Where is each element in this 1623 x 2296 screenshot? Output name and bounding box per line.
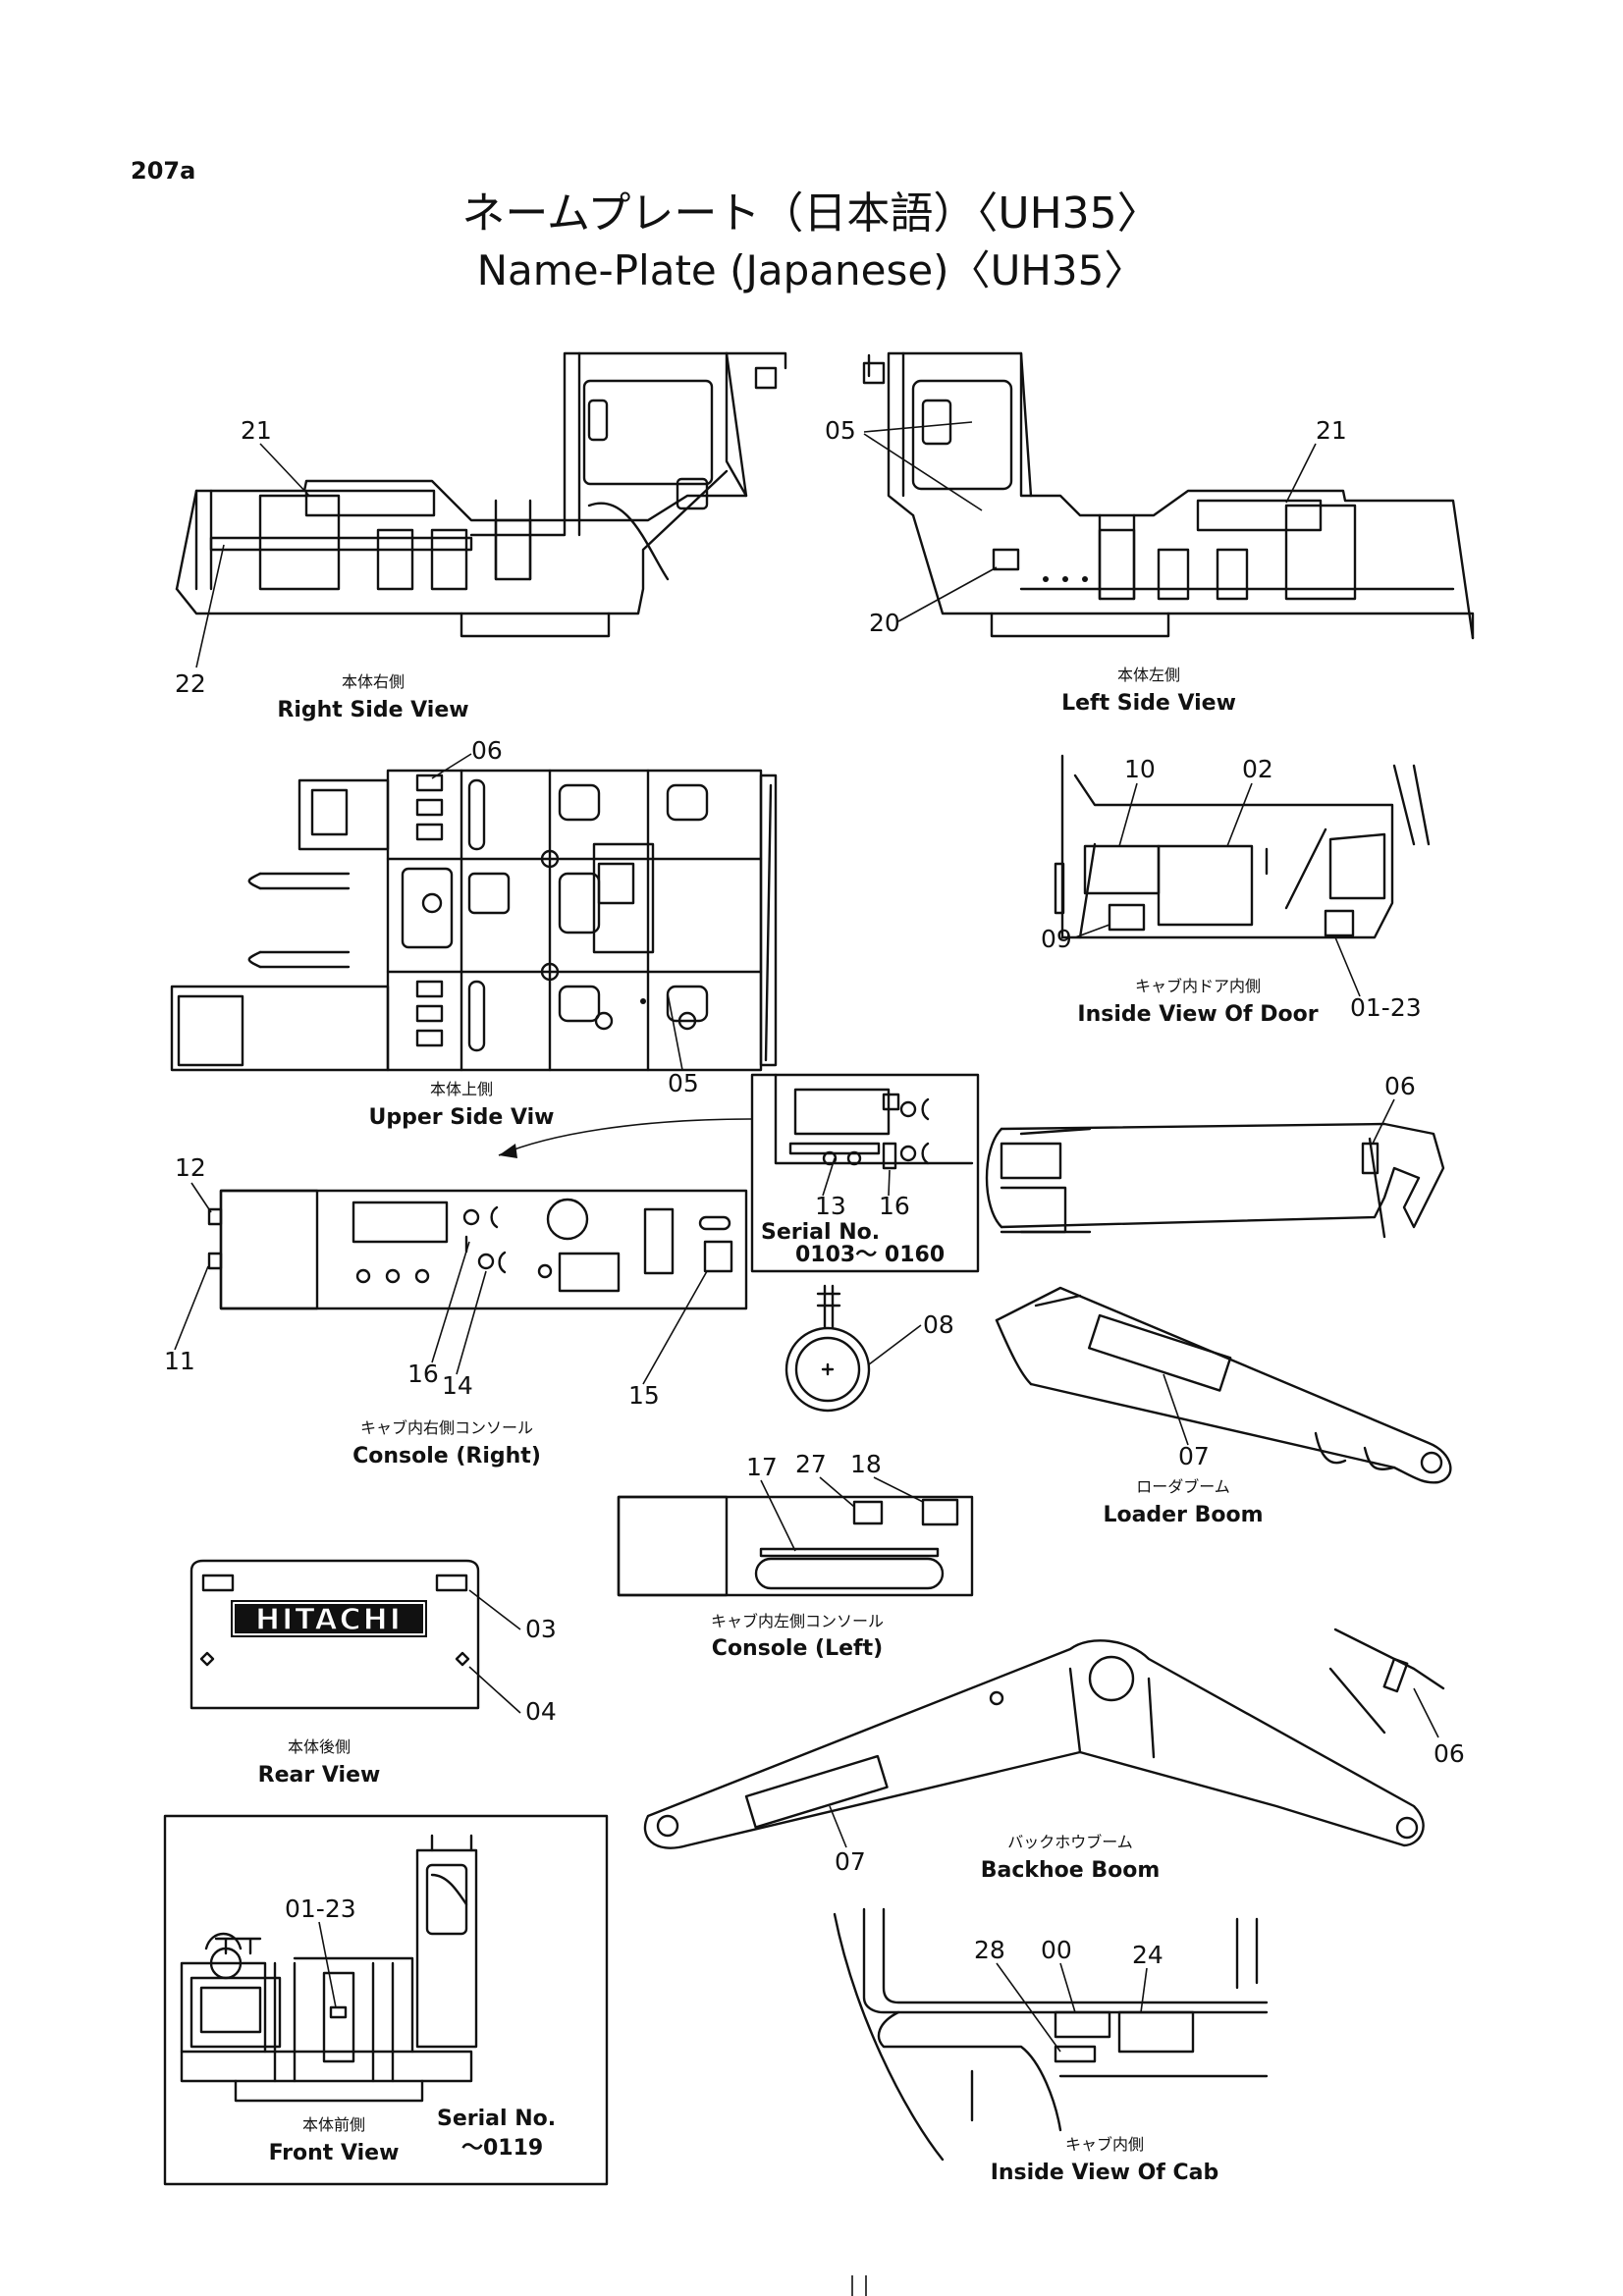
inside-view-of-cab-label-jp: キャブ内側	[1065, 2135, 1144, 2154]
part-label-03: 03	[525, 1615, 557, 1643]
bottom-edge-marks	[851, 2275, 867, 2296]
left-side-view-drawing: 05 21 20 本体左側 Left Side View	[825, 351, 1475, 716]
inside-view-of-door-label-jp: キャブ内ドア内側	[1135, 977, 1261, 995]
upper-side-view-label-en: Upper Side Viw	[368, 1105, 554, 1130]
upper-side-view-drawing: 06 05 本体上側 Upper Side Viw	[170, 736, 778, 1130]
part-label-06-backhoe: 06	[1434, 1739, 1465, 1768]
serial-front-label: Serial No.	[437, 2107, 556, 2131]
tag-08-drawing: 08	[784, 1284, 954, 1413]
part-label-17: 17	[746, 1453, 778, 1481]
part-label-04: 04	[525, 1697, 557, 1726]
part-label-24: 24	[1132, 1941, 1163, 1969]
part-label-05-left: 05	[825, 416, 856, 445]
title-japanese: ネームプレート（日本語）〈UH35〉	[461, 188, 1160, 239]
serial-inset-drawing: 13 16 Serial No. 0103〜 0160	[750, 1073, 980, 1273]
right-side-view-drawing: 21 22 本体右側 Right Side View	[175, 351, 787, 722]
right-side-view-label-jp: 本体右側	[342, 672, 405, 691]
part-label-06-arm: 06	[1384, 1072, 1416, 1100]
front-view-label-en: Front View	[269, 2141, 400, 2165]
front-view-label-jp: 本体前側	[302, 2115, 365, 2134]
part-label-01-23-door: 01-23	[1350, 993, 1422, 1022]
console-left-label-jp: キャブ内左側コンソール	[711, 1612, 884, 1630]
part-label-27: 27	[795, 1450, 827, 1478]
part-label-21-right: 21	[241, 416, 272, 445]
part-label-13: 13	[815, 1192, 846, 1220]
console-left-drawing: 17 27 18 キャブ内左側コンソール Console (Left)	[617, 1450, 974, 1661]
part-label-16-inset: 16	[879, 1192, 910, 1220]
inside-view-of-door-label-en: Inside View Of Door	[1077, 1002, 1318, 1027]
console-right-label-jp: キャブ内右側コンソール	[360, 1418, 533, 1437]
loader-boom-drawing: 07 ローダブーム Loader Boom	[995, 1286, 1452, 1527]
part-label-20: 20	[869, 609, 900, 637]
serial-inset-range: 0103〜 0160	[795, 1243, 945, 1267]
backhoe-boom-label-en: Backhoe Boom	[981, 1858, 1161, 1883]
console-right-label-en: Console (Right)	[352, 1444, 541, 1468]
part-label-10: 10	[1124, 755, 1156, 783]
inside-view-of-cab-drawing: 28 00 24 キャブ内側 Inside View Of Cab	[833, 1907, 1269, 2185]
part-label-02: 02	[1242, 755, 1273, 783]
arm-drawing: 06	[985, 1072, 1445, 1239]
part-label-01-23-front: 01-23	[285, 1895, 356, 1923]
part-label-07-loader: 07	[1178, 1442, 1210, 1470]
serial-inset-label: Serial No.	[761, 1220, 880, 1245]
part-label-14: 14	[442, 1371, 473, 1400]
part-label-18: 18	[850, 1450, 882, 1478]
part-label-05-upper: 05	[668, 1069, 699, 1097]
hitachi-logo-plate: HITACHI	[255, 1603, 403, 1637]
part-label-12: 12	[175, 1153, 206, 1182]
left-side-view-label-jp: 本体左側	[1117, 666, 1180, 684]
rear-view-label-jp: 本体後側	[288, 1737, 351, 1756]
part-label-00: 00	[1041, 1936, 1072, 1964]
front-view-drawing: 01-23 本体前側 Front View Serial No. 〜0119	[163, 1814, 609, 2186]
rear-view-drawing: HITACHI 03 04 本体後側 Rear View	[189, 1559, 557, 1788]
part-label-15: 15	[628, 1381, 660, 1410]
part-label-09: 09	[1041, 925, 1072, 953]
console-right-drawing: 12 11 16 14 15 キャブ内右側コンソール Console (Righ…	[164, 1118, 753, 1468]
loader-boom-label-jp: ローダブーム	[1136, 1477, 1230, 1496]
part-label-06-upper: 06	[471, 736, 503, 765]
title-english: Name-Plate (Japanese)〈UH35〉	[477, 246, 1146, 294]
inside-view-of-door-drawing: 10 02 09 01-23 キャブ内ドア内側 Inside View Of D…	[1041, 754, 1431, 1027]
part-label-21-left: 21	[1316, 416, 1347, 445]
part-label-28: 28	[974, 1936, 1005, 1964]
page-number: 207a	[131, 157, 195, 185]
left-side-view-label-en: Left Side View	[1061, 691, 1236, 716]
part-label-11: 11	[164, 1347, 195, 1375]
part-label-16-console-right: 16	[407, 1360, 439, 1388]
part-label-22: 22	[175, 669, 206, 698]
inside-view-of-cab-label-en: Inside View Of Cab	[991, 2161, 1219, 2185]
part-label-07-backhoe: 07	[835, 1847, 866, 1876]
console-left-label-en: Console (Left)	[712, 1636, 883, 1661]
backhoe-boom-drawing: 06 07 バックホウブーム Backhoe Boom	[643, 1628, 1465, 1883]
rear-view-label-en: Rear View	[258, 1763, 381, 1788]
backhoe-boom-label-jp: バックホウブーム	[1007, 1833, 1133, 1851]
upper-side-view-label-jp: 本体上側	[430, 1080, 493, 1098]
serial-front-range: 〜0119	[461, 2136, 543, 2161]
right-side-view-label-en: Right Side View	[277, 698, 468, 722]
part-label-08: 08	[923, 1310, 954, 1339]
loader-boom-label-en: Loader Boom	[1103, 1503, 1263, 1527]
